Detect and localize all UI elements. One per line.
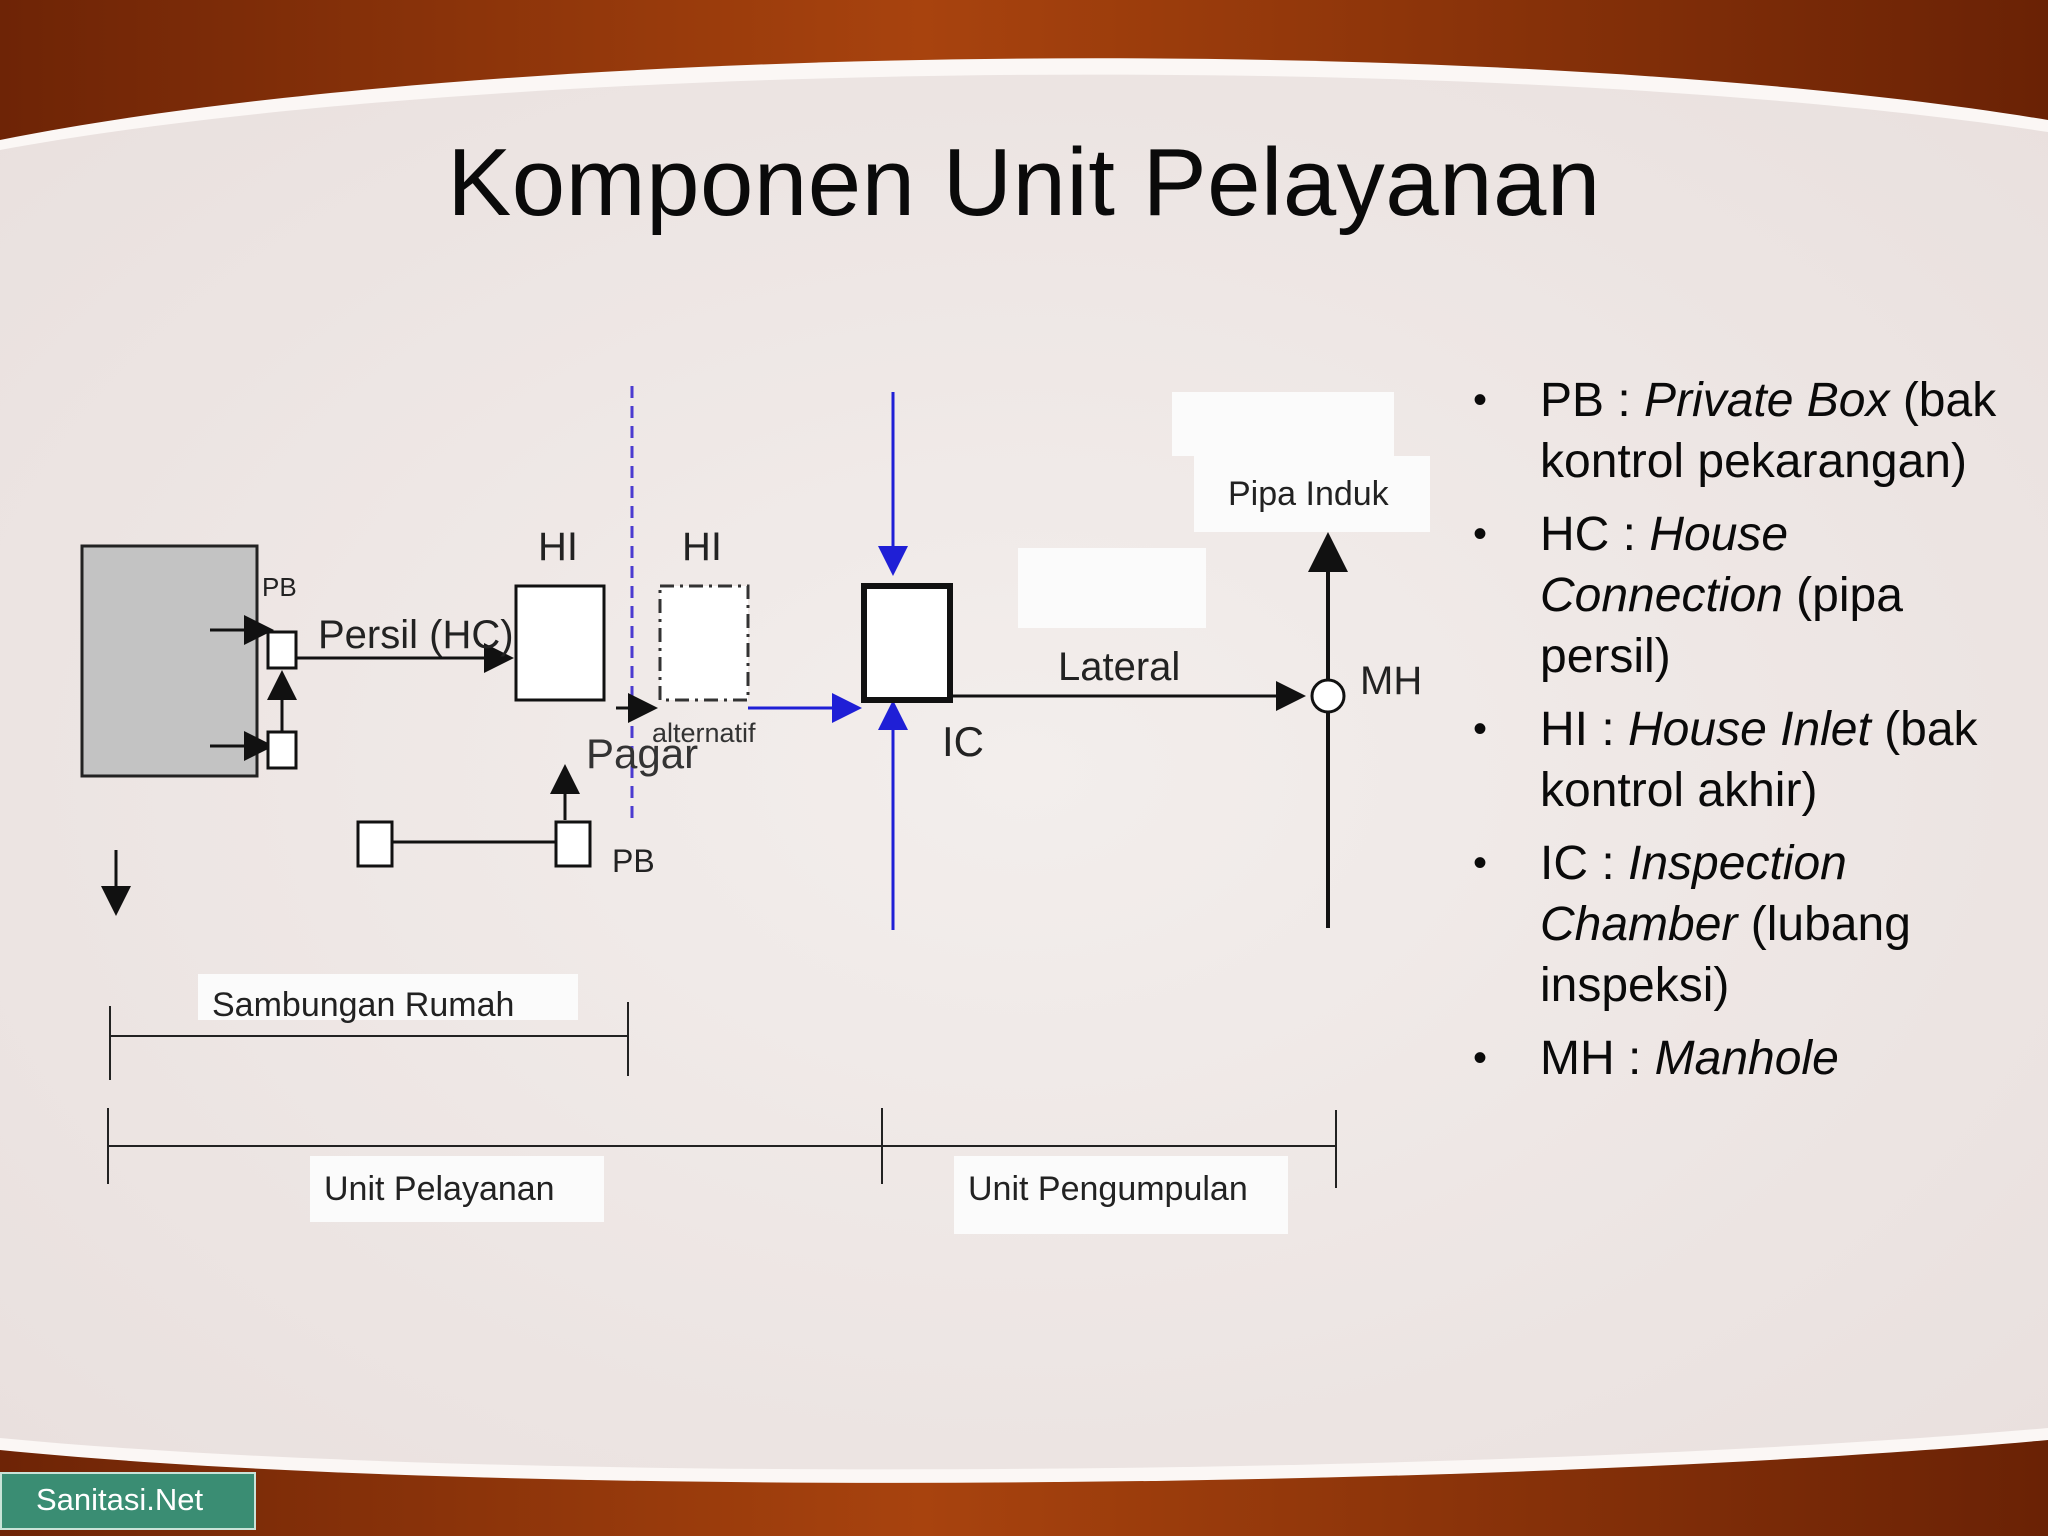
bullet-description: (lubang inspeksi) (1540, 898, 1911, 1012)
private-box-4 (554, 820, 592, 868)
label-mh: MH (1360, 659, 1422, 703)
manhole (1310, 678, 1346, 714)
bullet-dot: • (1472, 707, 1487, 751)
bullet-term-italic: House Inlet (1628, 703, 1871, 756)
bullet-description: (bak kontrol akhir) (1540, 703, 1978, 817)
private-box-1 (266, 630, 298, 670)
white-label-patch (1018, 548, 1206, 628)
slide-title: Komponen Unit Pelayanan (447, 129, 1601, 236)
bullet-dot: • (1472, 1036, 1487, 1080)
label-ic: IC (942, 718, 984, 765)
bullet-description: (bak kontrol pekarangan) (1540, 374, 1997, 488)
bullet-item: • HC : House Connection (pipa persil) (1460, 504, 2020, 687)
bullet-item: • HI : House Inlet (bak kontrol akhir) (1460, 699, 2020, 821)
inspection-chamber (861, 583, 953, 703)
house-inlet-alternative (658, 584, 750, 702)
bullet-term-italic: Private Box (1644, 374, 1890, 427)
bullet-dot: • (1472, 512, 1487, 556)
house-inlet (514, 584, 606, 702)
house-block (80, 544, 259, 778)
label-hi-1: HI (538, 525, 578, 569)
label-lateral: Lateral (1058, 645, 1180, 689)
label-hi-2: HI (682, 525, 722, 569)
bullet-term: IC : (1540, 837, 1629, 890)
bullet-term: PB : (1540, 374, 1645, 427)
unit-pelayanan-box (310, 1156, 604, 1222)
bullet-term-italic: House Connection (1540, 508, 1789, 622)
bullet-description: (pipa persil) (1540, 569, 1903, 683)
label-pagar: Pagar (586, 730, 698, 777)
bullet-term: HC : (1540, 508, 1650, 561)
white-box-top (1172, 392, 1394, 456)
label-pb-bottom: PB (612, 843, 655, 879)
private-box-2 (266, 730, 298, 770)
unit-pengumpulan-box (954, 1156, 1288, 1234)
label-pb-top: PB (262, 572, 297, 602)
label-unit-pengumpulan: Unit Pengumpulan (968, 1170, 1248, 1208)
footer-source-tag: Sanitasi.Net (0, 1472, 256, 1530)
label-sambungan-rumah: Sambungan Rumah (212, 986, 514, 1024)
bullet-item: • PB : Private Box (bak kontrol pekaranga… (1460, 370, 2020, 492)
bullet-item: • MH : Manhole (1460, 1028, 2020, 1089)
label-alternatif: alternatif (652, 718, 756, 748)
label-pipa-induk: Pipa Induk (1228, 475, 1390, 513)
bullet-term: MH : (1540, 1032, 1655, 1085)
bullet-term: HI : (1540, 703, 1629, 756)
sambungan-rumah-box (198, 974, 578, 1020)
bullet-term-italic: Manhole (1654, 1032, 1839, 1085)
definition-list: • PB : Private Box (bak kontrol pekaranga… (1460, 370, 2020, 1101)
label-persil: Persil (HC) (318, 613, 514, 657)
bullet-item: • IC : Inspection Chamber (lubang inspeks… (1460, 833, 2020, 1016)
pipa-induk-box (1194, 456, 1430, 532)
private-box-3 (356, 820, 394, 868)
bullet-term-italic: Inspection Chamber (1540, 837, 1847, 951)
label-unit-pelayanan: Unit Pelayanan (324, 1170, 555, 1208)
bullet-dot: • (1472, 378, 1487, 422)
bullet-dot: • (1472, 841, 1487, 885)
